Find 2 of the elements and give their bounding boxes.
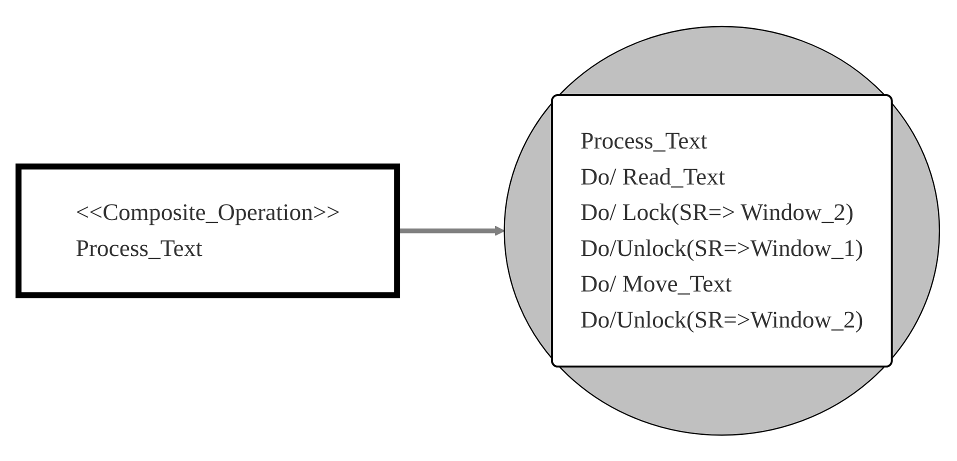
cluster bbox=[503, 26, 940, 436]
node-box: <<Composite_Operation>> Process_Text bbox=[15, 163, 400, 298]
